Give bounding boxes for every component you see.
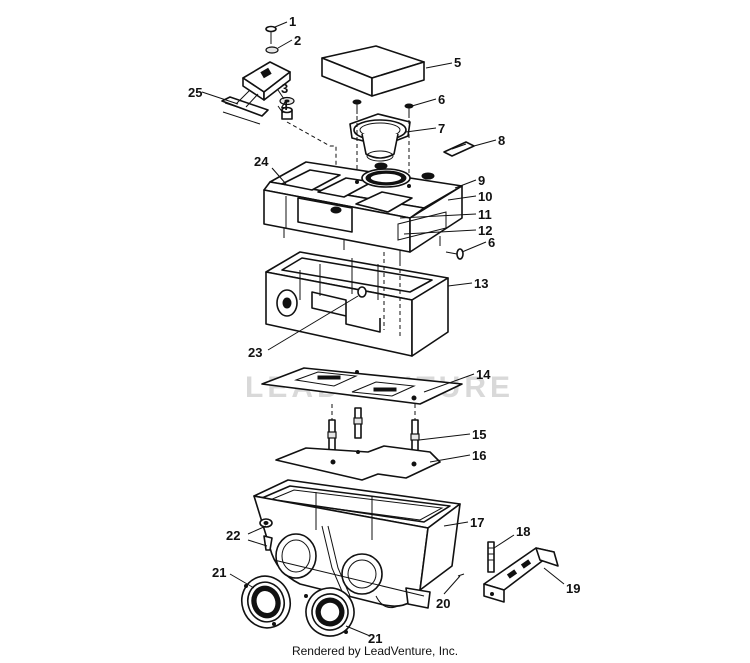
callout-16: 16 xyxy=(472,448,486,463)
render-credit: Rendered by LeadVenture, Inc. xyxy=(291,644,459,658)
part-plate-16 xyxy=(275,445,441,481)
callout-1: 1 xyxy=(289,14,296,29)
part-screw-6-left xyxy=(352,99,362,114)
part-bracket-19 xyxy=(483,547,559,603)
callout-6: 6 xyxy=(438,92,445,107)
part-screw-6-side xyxy=(445,248,464,260)
part-screw-1 xyxy=(265,25,277,44)
part-bushing-4 xyxy=(281,106,293,120)
callout-17: 17 xyxy=(470,515,484,530)
callout-18: 18 xyxy=(516,524,530,539)
part-gasket-14 xyxy=(261,367,463,405)
callout-7: 7 xyxy=(438,121,445,136)
callout-22: 22 xyxy=(226,528,240,543)
part-clip-18 xyxy=(487,541,495,573)
part-velocity-stack-7 xyxy=(349,113,411,170)
callout-25: 25 xyxy=(188,85,202,100)
part-washer-2 xyxy=(265,46,279,54)
part-bracket-25 xyxy=(221,61,291,125)
part-grommet-3 xyxy=(279,96,295,106)
callout-numbers: 1 2 3 4 5 6 7 8 9 10 11 12 6 13 23 14 15… xyxy=(188,14,580,646)
callout-23: 23 xyxy=(248,345,262,360)
part-boot-21-right xyxy=(304,587,355,637)
callout-12: 12 xyxy=(478,223,492,238)
leader-lines xyxy=(201,21,565,637)
part-drain-20 xyxy=(457,573,465,577)
callout-21-right: 21 xyxy=(368,631,382,646)
callout-15: 15 xyxy=(472,427,486,442)
part-airbox-lid-9 xyxy=(263,161,463,262)
callout-11: 11 xyxy=(478,207,492,222)
part-airbox-housing-13 xyxy=(265,251,449,357)
callout-9: 9 xyxy=(478,173,485,188)
callout-10: 10 xyxy=(478,189,492,204)
part-strap-8 xyxy=(443,141,475,157)
callout-20: 20 xyxy=(436,596,450,611)
callout-13: 13 xyxy=(474,276,488,291)
part-foam-filter-5 xyxy=(321,45,425,97)
callout-3: 3 xyxy=(281,81,288,96)
callout-8: 8 xyxy=(498,133,505,148)
callout-24: 24 xyxy=(254,154,269,169)
callout-6-lower: 6 xyxy=(488,235,495,250)
callout-21-left: 21 xyxy=(212,565,226,580)
callout-4: 4 xyxy=(281,98,289,113)
callout-19: 19 xyxy=(566,581,580,596)
callout-14: 14 xyxy=(476,367,491,382)
part-fastener-22 xyxy=(259,518,273,551)
callout-5: 5 xyxy=(454,55,461,70)
part-boot-21-left xyxy=(241,575,291,629)
callout-2: 2 xyxy=(294,33,301,48)
part-screw-6-right xyxy=(404,103,414,118)
